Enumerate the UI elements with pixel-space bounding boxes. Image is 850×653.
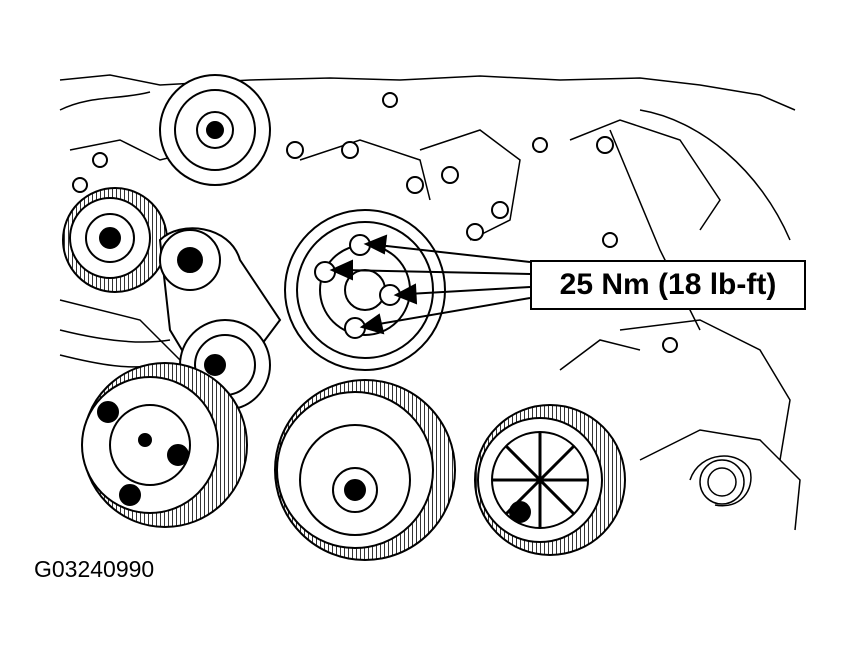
hose-fitting: [707, 467, 737, 497]
upper-idler-pulley: [159, 74, 271, 186]
torque-callout-leaders: [329, 234, 531, 335]
bracket-outline: [619, 319, 791, 461]
power-steering-pulley: [474, 404, 626, 556]
crankshaft-pulley: [284, 209, 446, 371]
belt-tensioner: [158, 227, 282, 411]
engine-block-outline: [59, 74, 796, 111]
arrow-right-icon: [329, 259, 353, 281]
pulley-bolt: [314, 261, 336, 283]
arrow-right-icon: [393, 283, 418, 305]
water-pump-pulley: [274, 379, 456, 561]
bracket-outline: [639, 429, 801, 531]
bracket-outline: [569, 119, 721, 231]
bracket-outline: [559, 339, 641, 371]
hose-fitting: [699, 459, 745, 505]
arrow-right-icon: [359, 313, 385, 335]
bracket-outline: [419, 129, 521, 241]
figure-id: G03240990: [34, 556, 155, 582]
hose-outline: [689, 455, 752, 507]
timing-cover-outline: [639, 109, 791, 241]
engine-bolts: [72, 92, 678, 353]
bracket-outline: [59, 329, 171, 343]
bracket-outline: [299, 139, 431, 201]
torque-spec-label: 25 Nm (18 lb-ft): [559, 268, 777, 301]
alternator-pulley: [81, 362, 248, 528]
engine-block-outline: [59, 91, 151, 111]
arrow-right-icon: [363, 234, 388, 255]
left-belt-idler: [62, 187, 168, 293]
torque-spec-callout: 25 Nm (18 lb-ft): [530, 260, 806, 310]
